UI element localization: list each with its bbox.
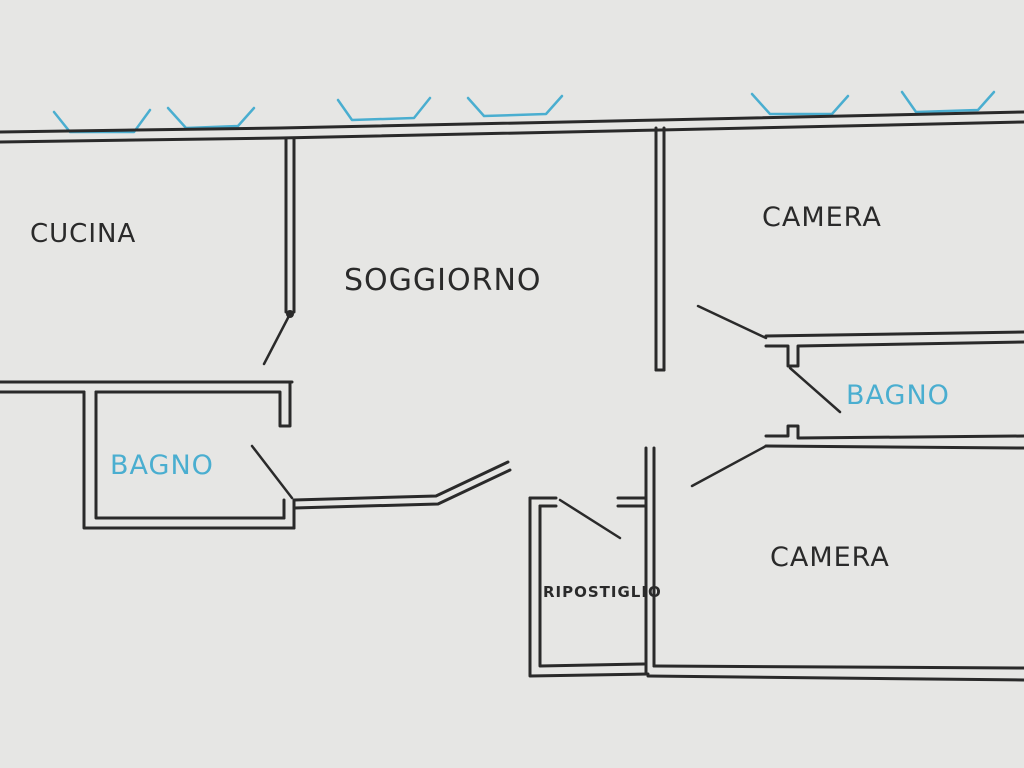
kitchen-door-hinge <box>286 310 294 318</box>
right-bathroom-bottom <box>764 424 1024 440</box>
exterior-top-wall-inner <box>0 120 1024 144</box>
corridor-wall <box>292 460 510 502</box>
walls <box>0 110 1024 682</box>
storage-top-right <box>616 496 648 508</box>
exterior-top-wall-outer <box>0 110 1024 134</box>
room-label-soggiorno: SOGGIORNO <box>344 263 542 298</box>
room-label-cucina: CUCINA <box>30 219 136 249</box>
right-bathroom-door <box>788 366 842 414</box>
room-label-bagno-left: BAGNO <box>110 450 214 481</box>
corridor-wall-2 <box>292 468 512 510</box>
doors <box>250 304 842 540</box>
window-3 <box>336 96 432 122</box>
window-2 <box>166 106 256 130</box>
windows <box>52 90 996 134</box>
bottom-bedroom-bottom-wall <box>652 664 1024 670</box>
top-bedroom-door <box>696 304 768 340</box>
window-6 <box>900 90 996 114</box>
left-bathroom-right-stub <box>282 498 296 530</box>
room-label-ripostiglio: RIPOSTIGLIO <box>543 583 662 601</box>
storage-door <box>558 498 622 540</box>
room-label-camera-bottom: CAMERA <box>770 542 890 573</box>
window-5 <box>750 92 850 116</box>
bottom-bedroom-door <box>690 444 768 488</box>
room-labels: CUCINA SOGGIORNO CAMERA BAGNO BAGNO CAME… <box>30 202 950 601</box>
bottom-bedroom-bottom-wall-2 <box>646 674 1024 682</box>
left-bathroom-inner <box>94 390 286 520</box>
storage-top <box>528 496 558 508</box>
window-4 <box>466 94 564 118</box>
left-bathroom-door <box>250 444 294 500</box>
room-label-bagno-right: BAGNO <box>846 380 950 411</box>
right-bathroom-bottom-2 <box>764 444 1024 450</box>
right-bathroom-top-2 <box>764 340 1024 368</box>
storage-inner <box>538 504 646 668</box>
room-label-camera-top: CAMERA <box>762 202 882 233</box>
kitchen-door <box>262 312 292 366</box>
left-bathroom-outer <box>82 390 296 530</box>
storage-outer <box>528 496 650 678</box>
left-bathroom-top-inner <box>94 380 292 428</box>
right-bathroom-top <box>764 330 1024 338</box>
